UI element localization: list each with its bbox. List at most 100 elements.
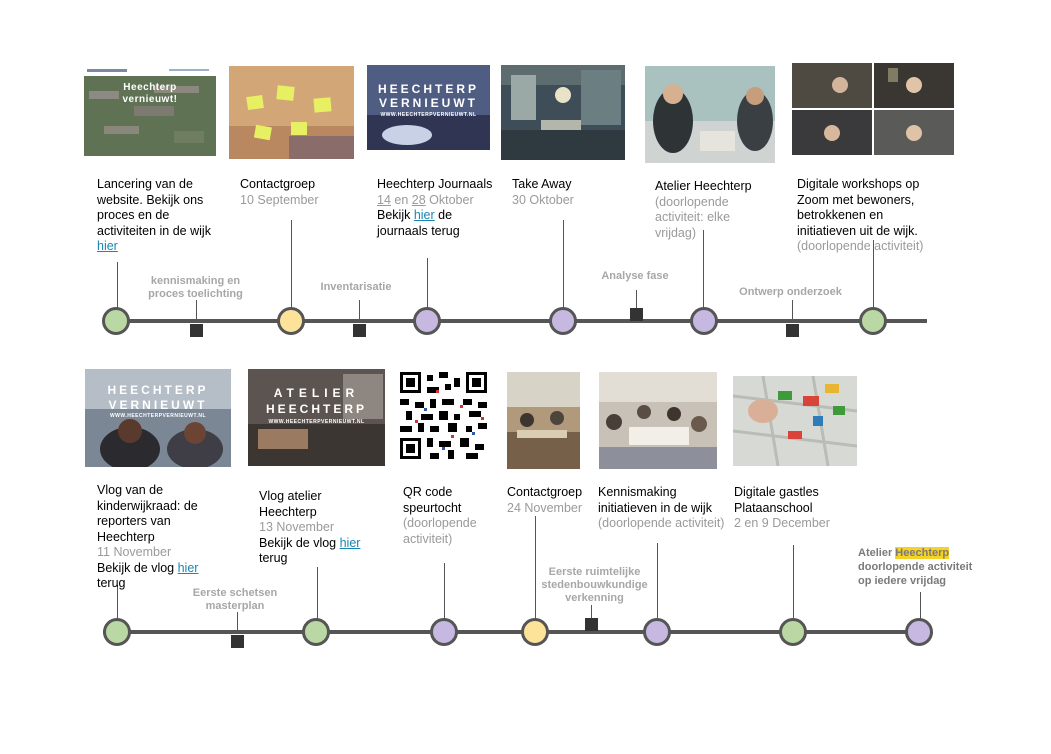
event-title: Atelier Heechterp [858, 546, 978, 560]
phase-marker [353, 324, 366, 337]
connector [563, 220, 564, 308]
event-lancering: Lancering van de website. Bekijk ons pro… [97, 177, 217, 255]
zoom-call-image [792, 63, 954, 155]
connector [591, 605, 592, 625]
milestone-dot-purple [413, 307, 441, 335]
connector [792, 300, 793, 320]
connector [703, 230, 704, 308]
blocks-photo-image [733, 376, 857, 466]
milestone-dot-yellow [521, 618, 549, 646]
connector [657, 543, 658, 619]
timeline-track-1 [103, 319, 927, 323]
connector [196, 300, 197, 320]
vlog-kinderen-link[interactable]: hier [177, 560, 199, 575]
event-text: Lancering van de website. Bekijk ons pro… [97, 177, 211, 238]
event-date: 24 November [507, 500, 583, 515]
phase-label: Eerste schetsen masterplan [192, 587, 278, 612]
event-title: Kennismaking initiatieven in de wijk [598, 485, 712, 515]
event-title: Digitale workshops op Zoom met bewoners,… [797, 177, 920, 238]
event-title: Take Away [512, 177, 572, 191]
vlog-atelier-url: WWW.HEECHTERPVERNIEUWT.NL [268, 419, 365, 425]
phase-label: Inventarisatie [320, 281, 392, 293]
connector [793, 545, 794, 619]
phase-marker [630, 308, 643, 321]
event-text: Bekijk de vlog [259, 535, 340, 550]
event-qr-speurtocht: QR code speurtocht (doorlopende activite… [403, 485, 493, 547]
event-title: Heechterp Journaals [377, 177, 493, 191]
vlog-atelier-title: ATELIER [273, 386, 360, 400]
vlog-title-text: HEECHTERP [107, 383, 209, 397]
sticky-notes-image [229, 66, 354, 159]
journaals-link[interactable]: hier [413, 208, 435, 222]
group-photo-image [599, 372, 717, 469]
event-note: (doorlopende activiteit) [797, 239, 924, 253]
milestone-dot-purple [430, 618, 458, 646]
event-text: de journaals terug [377, 208, 460, 238]
event-title: QR code speurtocht [403, 485, 462, 515]
website-link[interactable]: hier [97, 239, 118, 253]
connector [291, 220, 292, 308]
connector [873, 240, 874, 308]
event-take-away: Take Away 30 Oktober [512, 177, 622, 208]
milestone-dot-purple [905, 618, 933, 646]
milestone-dot-purple [643, 618, 671, 646]
milestone-dot-purple [690, 307, 718, 335]
event-title-pre: Atelier [858, 547, 896, 559]
connector [117, 262, 118, 308]
qr-code-image [400, 372, 487, 459]
event-date: 14 en 28 Oktober [377, 193, 502, 209]
connector [535, 516, 536, 619]
connector [920, 592, 921, 619]
connector [359, 300, 360, 320]
meeting-room-image [507, 372, 580, 469]
vlog-url-text: WWW.HEECHTERPVERNIEUWT.NL [109, 413, 207, 419]
website-screenshot-image: Heechterp vernieuwt! [84, 66, 216, 166]
take-away-image [501, 65, 625, 160]
event-date: 10 September [240, 192, 319, 207]
event-gastles: Digitale gastles Plataanschool 2 en 9 De… [734, 485, 844, 532]
event-kennismaking: Kennismaking initiatieven in de wijk (do… [598, 485, 726, 532]
connector [427, 258, 428, 308]
highlighted-word: Heechterp [895, 547, 950, 559]
connector [444, 563, 445, 619]
phase-marker [786, 324, 799, 337]
event-date: 30 Oktober [512, 192, 574, 207]
event-note: doorlopende activiteit op iedere vrijdag [858, 561, 973, 587]
event-atelier: Atelier Heechterp (doorlopende activitei… [655, 179, 770, 241]
event-title: Atelier Heechterp [655, 179, 752, 193]
timeline-track-2 [103, 630, 927, 634]
event-date: 2 en 9 December [734, 516, 830, 530]
phase-label: Ontwerp onderzoek [739, 286, 842, 298]
connector [237, 612, 238, 632]
phase-label: Eerste ruimtelijke stedenbouwkundige ver… [541, 566, 648, 604]
video-subtitle-text: VERNIEUWT [379, 96, 478, 110]
event-date: 13 November [259, 520, 335, 534]
event-note: (doorlopende activiteit) [403, 516, 477, 546]
milestone-dot-green [302, 618, 330, 646]
vlog-atelier-image: ATELIER HEECHTERP WWW.HEECHTERPVERNIEUWT… [248, 369, 385, 466]
atelier-image [645, 66, 775, 163]
event-vlog-kinderwijkraad: Vlog van de kinderwijkraad: de reporters… [97, 483, 217, 592]
phase-marker [190, 324, 203, 337]
event-title: Digitale gastles Plataanschool [734, 485, 819, 515]
event-journaals: Heechterp Journaals 14 en 28 Oktober Bek… [377, 177, 502, 239]
video-title-text: HEECHTERP [377, 82, 479, 96]
video-url-text: WWW.HEECHTERPVERNIEUWT.NL [380, 112, 477, 118]
event-title: Vlog van de kinderwijkraad: de reporters… [97, 483, 198, 544]
event-contactgroep-1: Contactgroep 10 September [240, 177, 350, 208]
event-contactgroep-2: Contactgroep 24 November [507, 485, 602, 516]
milestone-dot-purple [549, 307, 577, 335]
event-vlog-atelier: Vlog atelier Heechterp 13 November Bekij… [259, 489, 379, 567]
event-text: Bekijk de vlog [97, 560, 178, 575]
event-title: Contactgroep [507, 485, 583, 499]
date-month: Oktober [425, 192, 474, 207]
connector [636, 290, 637, 310]
vlog-atelier-link[interactable]: hier [339, 535, 361, 550]
milestone-dot-yellow [277, 307, 305, 335]
vlog-kinderen-image: HEECHTERP VERNIEUWT WWW.HEECHTERPVERNIEU… [85, 369, 231, 467]
website-title-text: Heechterp vernieuwt! [122, 82, 178, 105]
event-title: Vlog atelier Heechterp [259, 489, 322, 519]
milestone-dot-green [103, 618, 131, 646]
event-date: 11 November [97, 545, 172, 559]
